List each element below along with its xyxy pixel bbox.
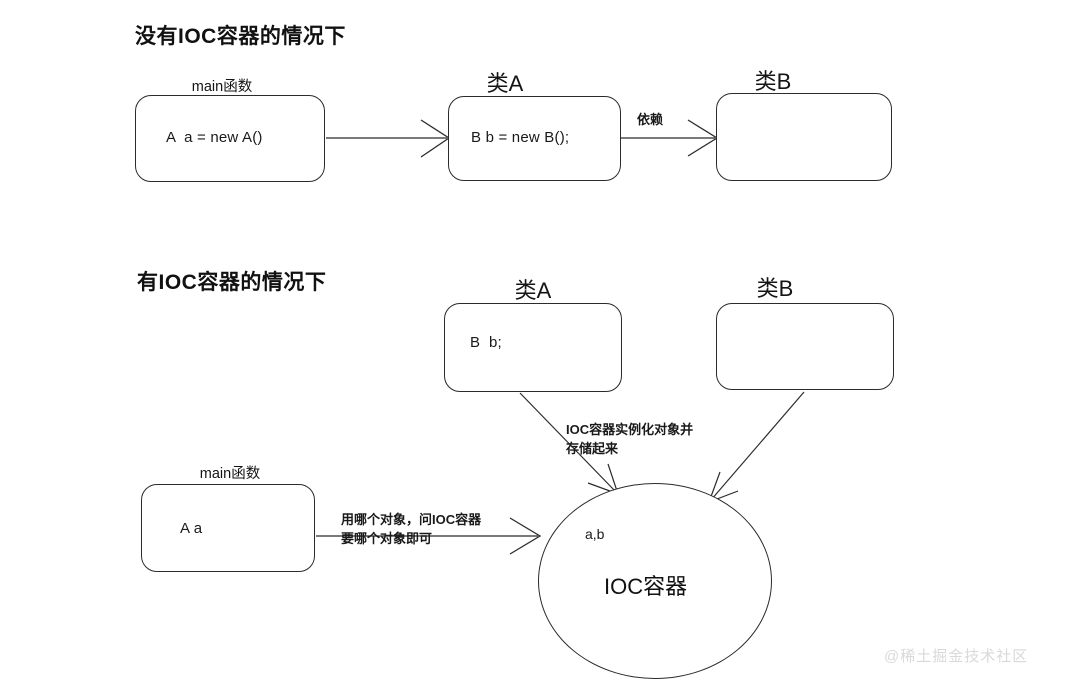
edge-label-ask-container-line1: 用哪个对象，问IOC容器 [341,512,482,527]
ioc-container-title: IOC容器 [604,574,688,599]
node-label-class-b-1: 类B [754,69,792,94]
edge-label-ask-container-line2: 要哪个对象即可 [341,531,433,546]
edge-label-dependency: 依赖 [637,112,664,127]
section-title-with-ioc: 有IOC容器的情况下 [137,271,327,294]
arrow-classa-to-classb [621,119,719,157]
ioc-container-items: a,b [585,526,605,542]
section-title-no-ioc: 没有IOC容器的情况下 [135,25,346,48]
node-label-main-function-1: main函数 [191,79,253,95]
node-body-class-a-2: B b; [470,334,502,351]
node-body-class-a-1: B b = new B(); [471,129,570,146]
node-class-b-2[interactable] [716,303,894,390]
arrow-main-to-classa [326,119,451,158]
node-label-class-a-2: 类A [514,278,552,303]
node-body-main-function-2: A a [180,520,203,537]
edge-label-container-instantiate-line2: 存储起来 [566,441,619,456]
node-class-b-1[interactable] [716,93,892,181]
node-class-a-1[interactable]: B b = new B(); [448,96,621,181]
node-label-class-a-1: 类A [486,71,524,96]
node-body-main-function-1: A a = new A() [166,129,263,146]
arrow-classb-to-container [707,391,805,504]
watermark: @稀土掘金技术社区 [884,648,1029,665]
node-label-main-function-2: main函数 [199,466,261,482]
node-main-function-2[interactable]: A a [141,484,315,572]
node-class-a-2[interactable]: B b; [444,303,622,392]
node-label-class-b-2: 类B [756,276,794,301]
edge-label-container-instantiate-line1: IOC容器实例化对象并 [566,422,694,437]
node-ioc-container[interactable] [538,483,772,679]
node-main-function-1[interactable]: A a = new A() [135,95,325,182]
